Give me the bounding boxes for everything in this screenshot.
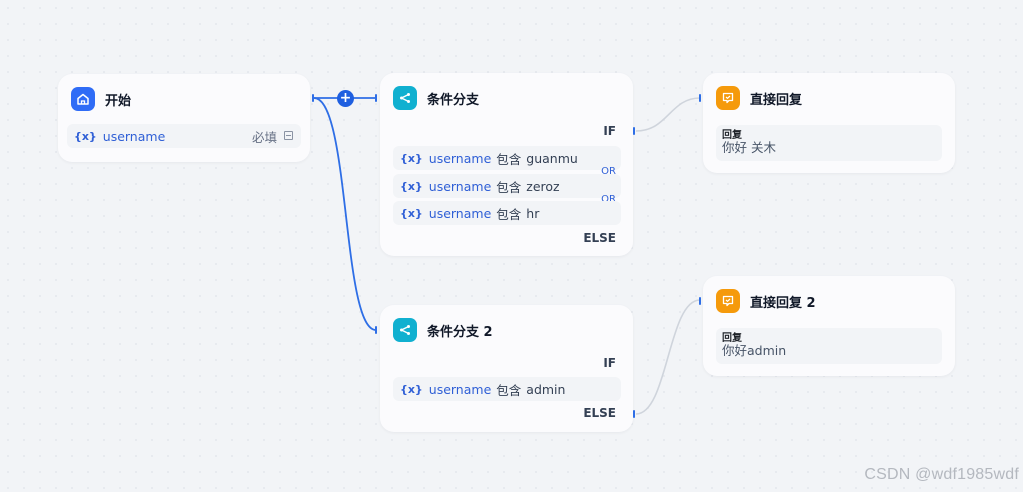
condition-value: admin bbox=[526, 381, 566, 397]
reply-2-title: 直接回复 2 bbox=[750, 295, 816, 311]
reply-text: 你好admin bbox=[722, 343, 787, 358]
variable-icon: {x} bbox=[400, 382, 423, 396]
condition-branch-2-node[interactable]: 条件分支 2 IF {x} username 包含 admin ELSE bbox=[380, 305, 633, 432]
reply-title: 直接回复 bbox=[750, 92, 803, 108]
reply-input-handle[interactable] bbox=[699, 94, 701, 102]
condition-variable: username bbox=[428, 178, 492, 194]
field-type-icon bbox=[284, 131, 293, 140]
condition-variable: username bbox=[428, 205, 492, 221]
condition-row[interactable]: {x} username 包含 zeroz bbox=[393, 174, 621, 198]
start-node-title: 开始 bbox=[105, 93, 132, 109]
else-label: ELSE bbox=[583, 231, 616, 245]
condition-row[interactable]: {x} username 包含 hr bbox=[393, 201, 621, 225]
else-label: ELSE bbox=[583, 406, 616, 420]
branch-title: 条件分支 bbox=[427, 92, 480, 108]
variable-icon: {x} bbox=[400, 151, 423, 165]
condition-operator: 包含 bbox=[496, 382, 522, 398]
variable-icon: {x} bbox=[74, 129, 97, 143]
reply-icon bbox=[716, 289, 740, 313]
condition-value: hr bbox=[526, 205, 540, 221]
start-output-handle[interactable] bbox=[312, 94, 314, 102]
branch-input-handle[interactable] bbox=[375, 94, 377, 102]
reply-2-input-handle[interactable] bbox=[699, 297, 701, 305]
or-connector[interactable]: OR bbox=[601, 166, 616, 177]
condition-operator: 包含 bbox=[496, 179, 522, 195]
branch-2-input-handle[interactable] bbox=[375, 326, 377, 334]
condition-value: guanmu bbox=[526, 150, 578, 166]
condition-operator: 包含 bbox=[496, 151, 522, 167]
variable-name: username bbox=[102, 128, 166, 144]
edge-else-to-reply-2[interactable] bbox=[635, 299, 701, 415]
start-variable-row[interactable]: {x} username 必填 bbox=[67, 124, 301, 148]
home-icon bbox=[71, 87, 95, 111]
required-label: 必填 bbox=[251, 129, 277, 145]
if-label: IF bbox=[603, 124, 616, 138]
branch-icon bbox=[393, 318, 417, 342]
condition-branch-node[interactable]: 条件分支 IF {x} username 包含 guanmu OR {x} us… bbox=[380, 73, 633, 256]
branch-icon bbox=[393, 86, 417, 110]
if-output-handle[interactable] bbox=[633, 127, 635, 135]
if-label: IF bbox=[603, 356, 616, 370]
condition-variable: username bbox=[428, 150, 492, 166]
variable-icon: {x} bbox=[400, 179, 423, 193]
condition-row[interactable]: {x} username 包含 guanmu bbox=[393, 146, 621, 170]
edge-if-to-reply[interactable] bbox=[635, 97, 701, 132]
start-node[interactable]: 开始 {x} username 必填 bbox=[58, 74, 310, 162]
reply-content[interactable]: 回复 你好admin bbox=[716, 328, 942, 364]
reply-field-label: 回复 bbox=[722, 333, 742, 344]
condition-operator: 包含 bbox=[496, 206, 522, 222]
branch-2-title: 条件分支 2 bbox=[427, 324, 493, 340]
edge-start-to-branch-2[interactable] bbox=[313, 97, 377, 331]
variable-icon: {x} bbox=[400, 206, 423, 220]
reply-content[interactable]: 回复 你好 关木 bbox=[716, 125, 942, 161]
direct-reply-node[interactable]: 直接回复 回复 你好 关木 bbox=[703, 73, 955, 173]
or-connector[interactable]: OR bbox=[601, 194, 616, 205]
condition-variable: username bbox=[428, 381, 492, 397]
direct-reply-2-node[interactable]: 直接回复 2 回复 你好admin bbox=[703, 276, 955, 376]
watermark: CSDN @wdf1985wdf bbox=[864, 466, 1019, 483]
reply-text: 你好 关木 bbox=[722, 140, 776, 155]
condition-row[interactable]: {x} username 包含 admin bbox=[393, 377, 621, 401]
add-node-button[interactable]: + bbox=[337, 90, 354, 107]
else-output-handle[interactable] bbox=[633, 410, 635, 418]
reply-field-label: 回复 bbox=[722, 130, 742, 141]
reply-icon bbox=[716, 86, 740, 110]
condition-value: zeroz bbox=[526, 178, 560, 194]
